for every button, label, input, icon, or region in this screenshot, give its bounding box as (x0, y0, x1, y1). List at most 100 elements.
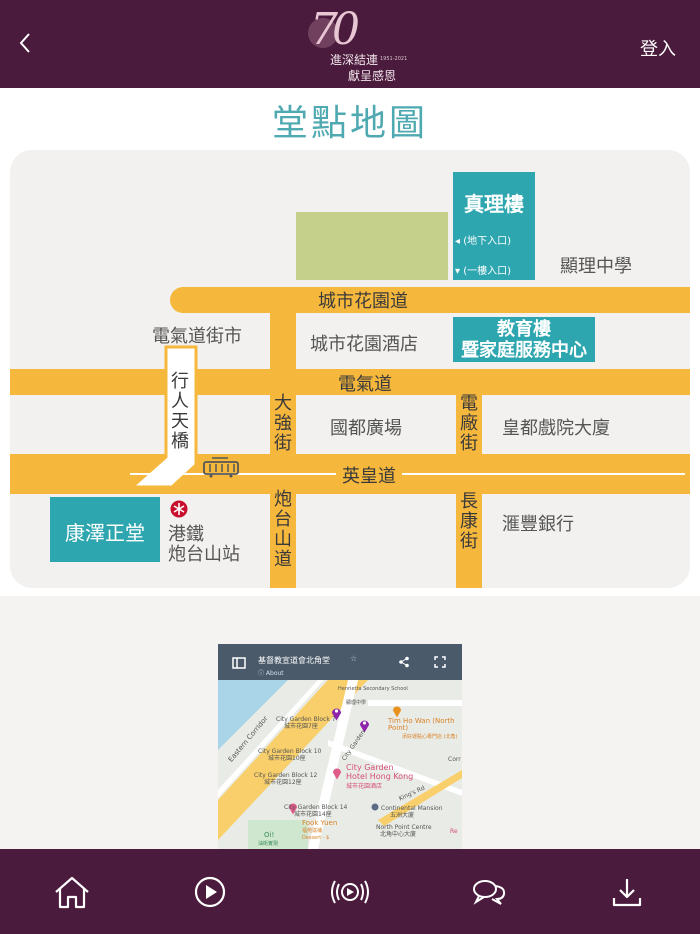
electric-road-label: 電氣道 (338, 374, 392, 395)
hotel-pin-icon[interactable] (332, 766, 342, 780)
mtr-icon (170, 500, 188, 518)
tsat-long-street (456, 480, 482, 588)
map-label-block10: City Garden Block 10 (258, 748, 322, 755)
map-label-block14-zh: 城市花園14座 (294, 811, 332, 818)
map-label-block12: City Garden Block 12 (254, 772, 318, 779)
tsat-long-street-label: 長康街 (460, 491, 478, 552)
hsbc: 滙豐銀行 (502, 514, 574, 535)
map-label-block7-zh: 城市花園7座 (284, 723, 318, 730)
map-embed-about-label: About (265, 670, 284, 677)
logo-line1: 進深結連 (330, 53, 379, 67)
map-embed-title: 基督教宣道會北角堂 (258, 656, 330, 665)
kings-road-centre-line (130, 473, 685, 475)
map-label-timhowan: Tim Ho Wan (North Point) (388, 717, 455, 732)
hong-chak-hall: 康澤正堂 (50, 497, 160, 562)
play-icon (194, 876, 226, 908)
fortress-hill-road (270, 480, 296, 588)
logo-number: 70 (310, 4, 360, 55)
map-embed-about[interactable]: ⓘ About (258, 670, 284, 677)
power-street (456, 382, 482, 460)
nav-play[interactable] (185, 867, 235, 917)
map-label-block7: City Garden Block 7 (276, 716, 336, 723)
map-label-oi: Oi! (264, 831, 275, 839)
education-building-line1: 教育樓 (497, 319, 551, 340)
map-label-oi-zh: 油街實現 (258, 841, 279, 847)
google-map-embed[interactable]: 基督教宣道會北角堂 ☆ ⓘ About Henrietta Secondary … (218, 644, 462, 849)
location-map: 城市花園道 電氣道 英皇道 大強街 電廠街 炮台山道 長康街 行人天橋 電氣道街… (10, 150, 690, 588)
map-label-npc-zh: 北角中心大廈 (380, 831, 417, 838)
map-label-dessert: Dessert · $ (302, 835, 330, 841)
chat-icon (473, 880, 506, 905)
entrance-basement-label: (地下入口) (463, 236, 512, 247)
electric-road (10, 369, 690, 395)
page-title: 堂點地圖 (271, 103, 428, 144)
tai-keung-street (270, 300, 296, 460)
city-garden-road (170, 287, 690, 313)
fullscreen-icon[interactable] (434, 656, 446, 668)
kings-road-label: 英皇道 (336, 462, 402, 488)
map-label-fook-yuen: Fook Yuen (302, 819, 338, 827)
footbridge-label: 行人天橋 (171, 371, 189, 452)
map-label-continental-zh: 五洲大廈 (390, 812, 415, 819)
map-label-henrietta-zh: 顯理中學 (346, 700, 367, 706)
green-block (296, 212, 448, 280)
mtr-station: 炮台山站 (168, 544, 240, 565)
building-pin-icon[interactable] (371, 803, 379, 811)
entrance-ground: ▾ (一樓入口) (455, 266, 512, 277)
restaurant-pin-icon[interactable] (392, 704, 402, 718)
anniversary-logo: 70 進深結連 1951-2021 獻呈感恩 (300, 8, 410, 82)
map-label-hotel-zh: 城市花園酒店 (346, 783, 383, 790)
map-label-block10-zh: 城市花園10座 (268, 755, 306, 762)
map-label-block14: City Garden Block 14 (284, 804, 348, 811)
education-building-line2: 暨家庭服務中心 (461, 340, 587, 361)
city-garden-road-label: 城市花園道 (318, 291, 408, 312)
electric-road-market: 電氣道街市 (152, 326, 242, 347)
power-street-label: 電廠街 (460, 393, 478, 454)
entrance-ground-label: (一樓入口) (463, 266, 512, 277)
download-icon (612, 879, 642, 907)
nav-home[interactable] (47, 867, 97, 917)
nav-download[interactable] (602, 867, 652, 917)
map-label-continental: Continental Mansion (381, 805, 443, 812)
map-embed-header: 基督教宣道會北角堂 ☆ ⓘ About (218, 644, 462, 680)
logo-line2: 獻呈感恩 (348, 69, 397, 83)
nav-chat[interactable] (464, 867, 514, 917)
location-pin-icon[interactable] (359, 718, 370, 733)
footbridge (128, 345, 198, 489)
mtr-label: 港鐵 (168, 524, 204, 545)
map-label-corr: Corr (448, 756, 461, 763)
tram-icon (203, 457, 239, 478)
logo-year: 1951-2021 (380, 56, 408, 62)
map-label-hotel: City Garden Hotel Hong Kong (346, 763, 414, 781)
tai-keung-street-label: 大強街 (274, 393, 292, 454)
hong-chak-hall-name: 康澤正堂 (65, 521, 145, 545)
bottom-nav (0, 849, 700, 934)
map-label-block12-zh: 城市花園12座 (264, 779, 302, 786)
restaurant-pin-icon[interactable] (288, 801, 298, 815)
entrance-basement: ◂ (地下入口) (455, 236, 512, 247)
share-icon[interactable] (398, 656, 410, 668)
map-label-timhowan-zh: 添好運點心專門店 (北角) (402, 734, 458, 740)
fortress-hill-road-label: 炮台山道 (274, 489, 292, 570)
state-theatre: 皇都戲院大廈 (502, 418, 610, 439)
map-background (218, 680, 462, 849)
chevron-left-icon (19, 33, 30, 53)
truth-building: 真理樓 ◂ (地下入口) ▾ (一樓入口) (453, 172, 535, 280)
star-icon[interactable]: ☆ (350, 654, 358, 663)
nav-live[interactable] (325, 867, 375, 917)
back-button[interactable] (10, 26, 40, 60)
location-pin-icon[interactable] (331, 706, 342, 721)
app-header: 70 進深結連 1951-2021 獻呈感恩 登入 (0, 0, 700, 88)
map-label-re: Re (450, 828, 458, 835)
logo-circle (308, 18, 338, 48)
login-button[interactable]: 登入 (640, 39, 676, 60)
sidebar-toggle-icon[interactable] (232, 657, 246, 669)
school: 顯理中學 (560, 256, 632, 277)
map-label-henrietta: Henrietta Secondary School (338, 686, 408, 692)
truth-building-name: 真理樓 (464, 192, 524, 216)
map-label-npc: North Point Centre (376, 824, 432, 831)
education-building: 教育樓 暨家庭服務中心 (453, 317, 595, 362)
city-garden-hotel: 城市花園酒店 (310, 334, 418, 355)
live-broadcast-icon (331, 880, 369, 904)
home-icon (55, 876, 89, 909)
